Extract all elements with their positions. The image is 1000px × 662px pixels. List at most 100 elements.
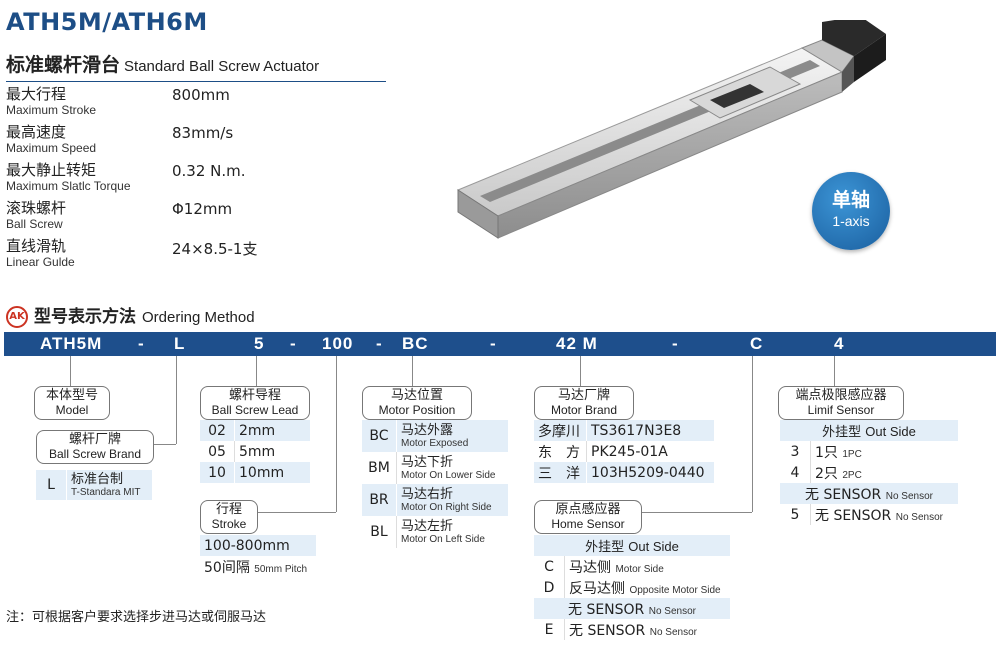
label-cn: 螺杆厂牌 bbox=[68, 432, 121, 447]
row-brand: 多摩川 bbox=[534, 420, 587, 441]
row-en: Motor Exposed bbox=[401, 437, 469, 449]
table-row: 100-800mm bbox=[200, 535, 316, 556]
row-cn: 马达外露 bbox=[401, 422, 454, 438]
spec-torque: 最大静止转矩 Maximum Slatlc Torque 0.32 N.m. bbox=[6, 161, 306, 194]
spec-linear-guide: 直线滑轨 Linear Gulde 24×8.5-1支 bbox=[6, 237, 306, 270]
subtitle-en: Standard Ball Screw Actuator bbox=[124, 58, 320, 75]
footnote: 注：可根据客户要求选择步进马达或伺服马达 bbox=[6, 610, 267, 625]
row-value: 反马达侧 Opposite Motor Side bbox=[565, 577, 731, 598]
row-code: BM bbox=[362, 452, 397, 484]
row-value: 无 SENSOR No Sensor bbox=[565, 619, 731, 640]
header-en: Out Side bbox=[628, 539, 679, 554]
row-value: 5mm bbox=[239, 443, 276, 460]
spec-value: 800mm bbox=[172, 86, 230, 104]
badge-en: 1-axis bbox=[832, 213, 870, 229]
row-value: 1只 1PC bbox=[811, 441, 959, 462]
connector-line bbox=[412, 356, 413, 386]
spec-label-cn: 最大静止转矩 bbox=[6, 161, 97, 179]
code-part-model: ATH5M bbox=[40, 334, 103, 353]
code-sep: - bbox=[376, 334, 383, 353]
code-sep: - bbox=[138, 334, 145, 353]
code-part-limit-sensor: 4 bbox=[834, 334, 845, 353]
row-en: Motor Side bbox=[615, 563, 664, 575]
code-part-lead: 5 bbox=[254, 334, 265, 353]
row-en: 50mm Pitch bbox=[254, 563, 308, 575]
row-code: E bbox=[534, 619, 565, 640]
connector-line bbox=[580, 356, 581, 386]
connector-line bbox=[752, 356, 753, 512]
code-part-motor-position: BC bbox=[402, 334, 429, 353]
spec-speed: 最高速度 Maximum Speed 83mm/s bbox=[6, 123, 306, 156]
spec-label-cn: 最高速度 bbox=[6, 123, 67, 141]
ordering-en: Ordering Method bbox=[142, 309, 255, 326]
table-row: 无 SENSOR No Sensor bbox=[780, 483, 958, 504]
spec-value: 83mm/s bbox=[172, 124, 234, 142]
code-part-brand: L bbox=[174, 334, 186, 353]
label-cn: 马达位置 bbox=[390, 388, 443, 403]
row-en: No Sensor bbox=[885, 490, 933, 502]
page-title: ATH5M/ATH6M bbox=[6, 8, 208, 36]
row-cn: 反马达侧 bbox=[569, 580, 625, 597]
row-cn: 马达左折 bbox=[401, 518, 454, 534]
label-en: Limif Sensor bbox=[807, 403, 875, 417]
table-row: 外挂型 Out Side bbox=[780, 420, 958, 441]
code-sep: - bbox=[290, 334, 297, 353]
row-model: 103H5209-0440 bbox=[591, 464, 705, 481]
row-brand: 东 方 bbox=[534, 441, 587, 462]
row-cn: 马达右折 bbox=[401, 486, 454, 502]
row-cn: 无 SENSOR bbox=[569, 622, 646, 639]
row-code: 4 bbox=[780, 462, 811, 483]
home-header: 外挂型 Out Side bbox=[534, 535, 730, 556]
connector-line bbox=[336, 356, 337, 512]
subtitle-cn: 标准螺杆滑台 bbox=[6, 54, 121, 76]
row-value: 50间隔 50mm Pitch bbox=[200, 556, 316, 577]
code-sep: - bbox=[490, 334, 497, 353]
spec-label-en: Linear Gulde bbox=[6, 255, 75, 269]
header-cn: 外挂型 bbox=[822, 425, 862, 440]
row-model: PK245-01A bbox=[591, 443, 668, 460]
spec-label-en: Maximum Stroke bbox=[6, 103, 97, 117]
header-cn: 外挂型 bbox=[585, 540, 625, 555]
spec-label-cn: 最大行程 bbox=[6, 85, 67, 103]
label-en: Stroke bbox=[211, 517, 247, 531]
row-en: Motor On Lower Side bbox=[401, 469, 496, 481]
spec-label-en: Ball Screw bbox=[6, 217, 63, 231]
spec-label-cn: 直线滑轨 bbox=[6, 237, 67, 255]
motor-brand-label: 马达厂牌 Motor Brand bbox=[534, 386, 634, 420]
label-cn: 马达厂牌 bbox=[557, 388, 610, 403]
spec-label-en: Maximum Slatlc Torque bbox=[6, 179, 131, 193]
row-code: 10 bbox=[200, 462, 235, 483]
motor-position-label: 马达位置 Motor Position bbox=[362, 386, 472, 420]
label-cn: 原点感应器 bbox=[555, 502, 621, 517]
row-en: No Sensor bbox=[648, 605, 696, 617]
home-sensor-label: 原点感应器 Home Sensor bbox=[534, 500, 642, 534]
table-row: 外挂型 Out Side bbox=[534, 535, 730, 556]
row-cn: 2只 bbox=[815, 465, 838, 482]
ball-screw-brand-label: 螺杆厂牌 Ball Screw Brand bbox=[36, 430, 154, 464]
row-cn: 1只 bbox=[815, 444, 838, 461]
connector-line bbox=[70, 356, 71, 386]
label-en: Home Sensor bbox=[551, 517, 625, 531]
label-en: Ball Screw Lead bbox=[211, 403, 299, 417]
header-en: Out Side bbox=[865, 424, 916, 439]
actuator-product-image bbox=[456, 20, 886, 239]
ball-screw-brand-table: L 标准台制 T-Standara MIT bbox=[36, 470, 152, 500]
connector-line bbox=[256, 512, 336, 513]
spec-ball-screw: 滚珠螺杆 Ball Screw Φ12mm bbox=[6, 200, 306, 232]
table-row: L 标准台制 T-Standara MIT bbox=[36, 470, 152, 500]
label-en: Motor Position bbox=[378, 403, 456, 417]
